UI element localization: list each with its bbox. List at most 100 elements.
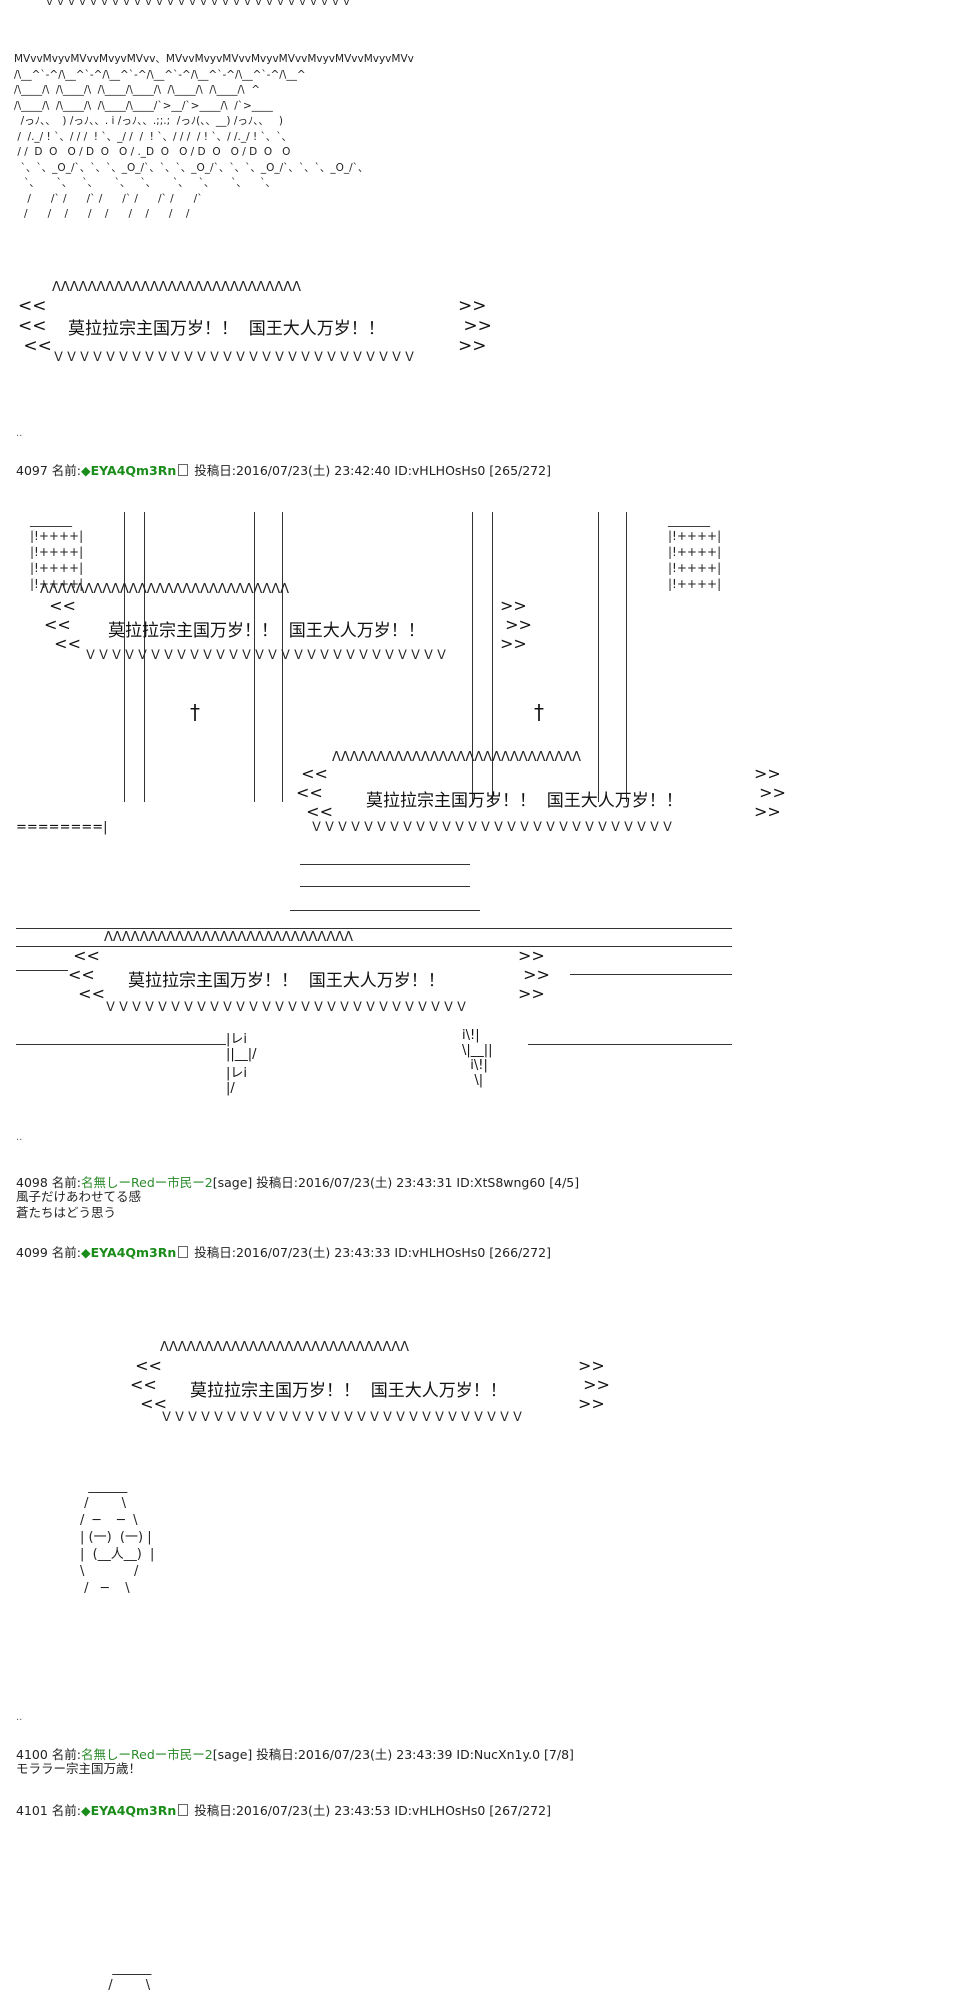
pillar-right-2	[492, 512, 493, 802]
castle-banner-right-brackets: >> >>>>	[500, 596, 532, 653]
cross-left-icon: †	[190, 700, 200, 724]
castle-banner-left-brackets: <<<< <<	[44, 596, 81, 653]
post-date: 2016/07/23(土) 23:43:39	[297, 1747, 453, 1762]
poster-name[interactable]: ◆EYA4Qm3Rn	[81, 1245, 177, 1260]
post-date-label: 投稿日:	[256, 1747, 298, 1762]
banner-right-brackets: >> >>>>	[458, 296, 492, 356]
post-header-4100: 4100 名前:名無しーRedー市民ー2[sage] 投稿日:2016/07/2…	[16, 1744, 574, 1763]
tripcode-box-icon	[178, 464, 189, 476]
post-number: 4098	[16, 1175, 48, 1190]
name-label: 名前:	[51, 1175, 82, 1190]
castle-left-tower: _______ |!++++| |!++++| |!++++| |!++++|	[30, 513, 84, 591]
post-date: 2016/07/23(土) 23:43:53	[235, 1803, 391, 1818]
platform-top	[300, 864, 470, 865]
banner3-top-edge: ΛΛΛΛΛΛΛΛΛΛΛΛΛΛΛΛΛΛΛΛΛΛΛΛΛΛΛΛ	[160, 1340, 410, 1355]
lower-banner-chant-text: 莫拉拉宗主国万岁！！ 国王大人万岁！！	[128, 971, 445, 991]
post-number: 4101	[16, 1803, 48, 1818]
right-figure-legs: i\!|\|__|| i\!| \|	[462, 1028, 493, 1088]
lower-banner-bottom-edge: ＶＶＶＶＶＶＶＶＶＶＶＶＶＶＶＶＶＶＶＶＶＶＶＶＶＶＶＶ	[104, 1000, 469, 1015]
pillar-left-4	[282, 512, 283, 802]
separator: ..	[16, 1712, 23, 1723]
banner3-bottom-edge: ＶＶＶＶＶＶＶＶＶＶＶＶＶＶＶＶＶＶＶＶＶＶＶＶＶＶＶＶ	[160, 1410, 525, 1425]
post-date-label: 投稿日:	[256, 1175, 298, 1190]
platform-mid	[300, 886, 470, 887]
poster-id[interactable]: ID:vHLHOsHs0	[394, 1245, 486, 1260]
lower-banner-left-brackets: <<<< <<	[68, 946, 105, 1003]
poster-id[interactable]: ID:XtS8wng60	[456, 1175, 546, 1190]
post-header-4099: 4099 名前:◆EYA4Qm3Rn 投稿日:2016/07/23(土) 23:…	[16, 1242, 551, 1261]
post-date-label: 投稿日:	[194, 1245, 236, 1260]
right-banner-top-edge: ΛΛΛΛΛΛΛΛΛΛΛΛΛΛΛΛΛΛΛΛΛΛΛΛΛΛΛΛ	[332, 750, 582, 765]
banner-v-row: ＶＶＶＶＶＶＶＶＶＶＶＶＶＶＶＶＶＶＶＶＶＶＶＶＶＶＶＶ	[44, 0, 352, 8]
banner-bottom-edge: ＶＶＶＶＶＶＶＶＶＶＶＶＶＶＶＶＶＶＶＶＶＶＶＶＶＶＶＶ	[52, 350, 417, 365]
castle-banner-top-edge: ΛΛΛΛΛΛΛΛΛΛΛΛΛΛΛΛΛΛΛΛΛΛΛΛΛΛΛΛ	[40, 582, 290, 597]
post-date: 2016/07/23(土) 23:42:40	[235, 463, 391, 478]
sage-tag: [sage]	[212, 1747, 253, 1762]
cross-right-icon: †	[534, 700, 544, 724]
banner-left-brackets: <<<< <<	[18, 296, 52, 356]
pillar-left-2	[144, 512, 145, 802]
post-count: [7/8]	[544, 1747, 574, 1762]
dashed-ground: ========|	[16, 820, 108, 835]
right-banner-right-brackets: >> >>>>	[754, 764, 786, 821]
right-banner-chant-text: 莫拉拉宗主国万岁！！ 国王大人万岁！！	[366, 791, 683, 811]
ground-line-5	[16, 1044, 226, 1045]
lower-banner-top-edge: ΛΛΛΛΛΛΛΛΛΛΛΛΛΛΛΛΛΛΛΛΛΛΛΛΛΛΛΛ	[104, 930, 354, 945]
ground-line-6	[528, 1044, 732, 1045]
post-header-4098: 4098 名前:名無しーRedー市民ー2[sage] 投稿日:2016/07/2…	[16, 1172, 579, 1191]
castle-right-tower: _______ |!++++| |!++++| |!++++| |!++++|	[668, 513, 722, 591]
tripcode-box-icon	[178, 1804, 189, 1816]
poster-name[interactable]: 名無しーRedー市民ー2	[81, 1175, 213, 1190]
sage-tag: [sage]	[212, 1175, 253, 1190]
left-figure-legs: |レi||__|/|レi|/	[226, 1032, 257, 1096]
poster-name[interactable]: 名無しーRedー市民ー2	[81, 1747, 213, 1762]
post-number: 4099	[16, 1245, 48, 1260]
ground-line-4	[570, 974, 732, 975]
banner-top-edge: ΛΛΛΛΛΛΛΛΛΛΛΛΛΛΛΛΛΛΛΛΛΛΛΛΛΛΛΛ	[52, 280, 302, 295]
poster-id[interactable]: ID:NucXn1y.0	[456, 1747, 541, 1762]
banner-chant-text: 莫拉拉宗主国万岁！！ 国王大人万岁！！	[68, 319, 385, 339]
post-count: [266/272]	[489, 1245, 551, 1260]
separator: ..	[16, 428, 23, 439]
pillar-left-3	[254, 512, 255, 802]
post-number: 4097	[16, 463, 48, 478]
post-number: 4100	[16, 1747, 48, 1762]
name-label: 名前:	[51, 1803, 82, 1818]
banner3-left-brackets: <<<< <<	[130, 1356, 167, 1413]
name-label: 名前:	[51, 1747, 82, 1762]
separator: ..	[16, 1132, 23, 1143]
name-label: 名前:	[51, 463, 82, 478]
pillar-right-4	[626, 512, 627, 802]
post-date: 2016/07/23(土) 23:43:33	[235, 1245, 391, 1260]
face-partial-ascii-art: ______ / \	[108, 1961, 152, 1993]
post-date: 2016/07/23(土) 23:43:31	[297, 1175, 453, 1190]
post-date-label: 投稿日:	[194, 1803, 236, 1818]
banner3-chant-text: 莫拉拉宗主国万岁！！ 国王大人万岁！！	[190, 1381, 507, 1401]
post-count: [267/272]	[489, 1803, 551, 1818]
right-banner-left-brackets: <<<< <<	[296, 764, 333, 821]
poster-name[interactable]: ◆EYA4Qm3Rn	[81, 1803, 177, 1818]
platform-steps	[290, 910, 480, 911]
post-header-4097: 4097 名前:◆EYA4Qm3Rn 投稿日:2016/07/23(土) 23:…	[16, 460, 551, 479]
post-count: [4/5]	[549, 1175, 580, 1190]
right-banner-bottom-edge: ＶＶＶＶＶＶＶＶＶＶＶＶＶＶＶＶＶＶＶＶＶＶＶＶＶＶＶＶ	[310, 820, 675, 835]
ground-line-1	[16, 928, 732, 929]
face-ascii-art: ______ / \ / ─ ─ \ | (一) (一) | | (__人__)…	[80, 1479, 155, 1596]
post-count: [265/272]	[489, 463, 551, 478]
banner3-right-brackets: >> >>>>	[578, 1356, 610, 1413]
castle-banner-chant-text: 莫拉拉宗主国万岁！！ 国王大人万岁！！	[108, 621, 425, 641]
crowd-ascii-art: MVvvMvyvMVvvMvyvMVvv、MVvvMvyvMVvvMvyvMVv…	[14, 53, 414, 220]
castle-banner-bottom-edge: ＶＶＶＶＶＶＶＶＶＶＶＶＶＶＶＶＶＶＶＶＶＶＶＶＶＶＶＶ	[84, 648, 449, 663]
post-body-4100: モララー宗主国万歳！	[16, 1761, 142, 1776]
name-label: 名前:	[51, 1245, 82, 1260]
lower-banner-right-brackets: >> >>>>	[518, 946, 550, 1003]
post-header-4101: 4101 名前:◆EYA4Qm3Rn 投稿日:2016/07/23(土) 23:…	[16, 1800, 551, 1819]
poster-id[interactable]: ID:vHLHOsHs0	[394, 1803, 486, 1818]
poster-id[interactable]: ID:vHLHOsHs0	[394, 463, 486, 478]
pillar-right-3	[598, 512, 599, 802]
post-body-4098: 風子だけあわせてる感 蒼たちはどう思う	[16, 1189, 142, 1220]
post-date-label: 投稿日:	[194, 463, 236, 478]
poster-name[interactable]: ◆EYA4Qm3Rn	[81, 463, 177, 478]
pillar-left-1	[124, 512, 125, 802]
tripcode-box-icon	[178, 1246, 189, 1258]
